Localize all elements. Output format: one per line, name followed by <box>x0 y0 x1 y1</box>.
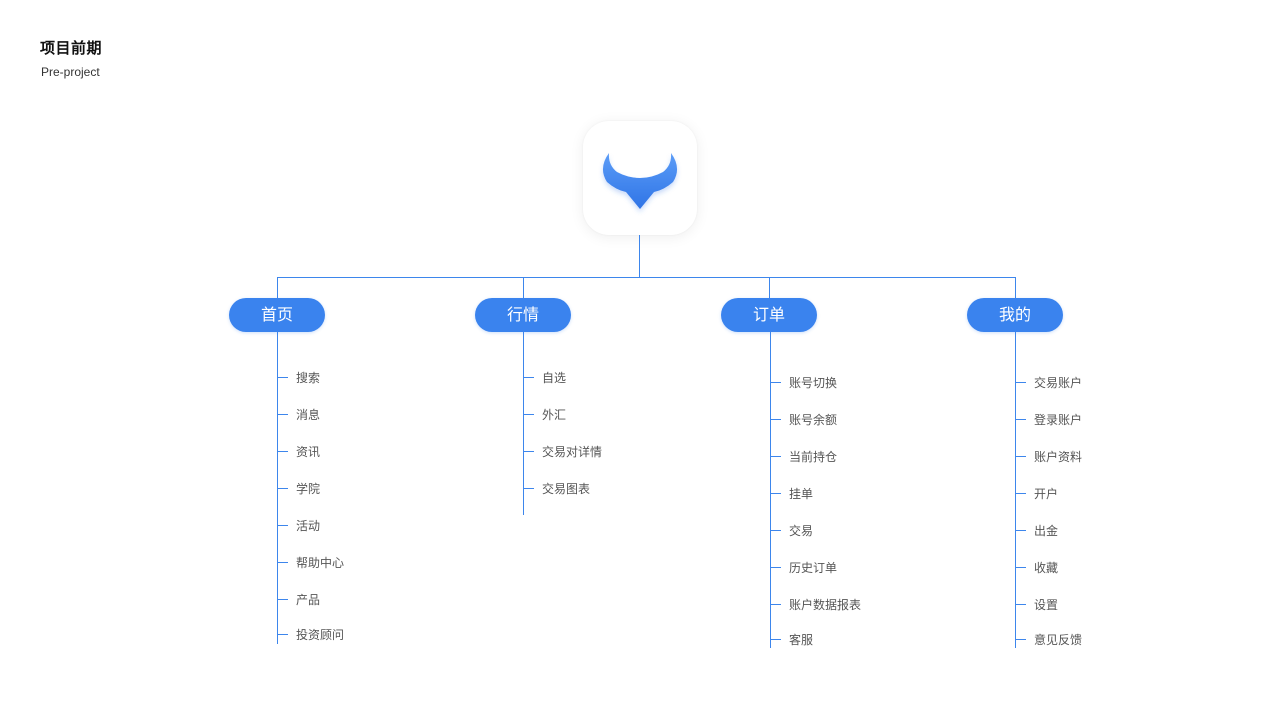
leaf-tick <box>771 382 781 383</box>
leaf-item[interactable]: 历史订单 <box>789 561 838 575</box>
leaf-tick <box>771 639 781 640</box>
category-home[interactable]: 首页 <box>229 298 325 332</box>
leaf-tick <box>1016 419 1026 420</box>
branch-connector <box>277 277 278 298</box>
leaf-item[interactable]: 账号切换 <box>789 376 838 390</box>
root-connector <box>639 235 640 278</box>
leaf-item[interactable]: 交易对详情 <box>542 445 603 459</box>
column-connector <box>523 332 524 515</box>
leaf-tick <box>524 488 534 489</box>
leaf-item[interactable]: 资讯 <box>296 445 321 459</box>
leaf-item[interactable]: 自选 <box>542 371 567 385</box>
column-connector <box>1015 332 1016 648</box>
leaf-tick <box>771 604 781 605</box>
leaf-tick <box>1016 456 1026 457</box>
leaf-tick <box>1016 530 1026 531</box>
leaf-tick <box>771 567 781 568</box>
leaf-item[interactable]: 消息 <box>296 408 321 422</box>
page-title: 项目前期 <box>40 39 103 57</box>
horizontal-connector <box>277 277 1015 278</box>
leaf-item[interactable]: 开户 <box>1034 487 1059 501</box>
leaf-item[interactable]: 收藏 <box>1034 561 1059 575</box>
leaf-item[interactable]: 交易 <box>789 524 814 538</box>
category-orders[interactable]: 订单 <box>721 298 817 332</box>
leaf-item[interactable]: 账户数据报表 <box>789 598 862 612</box>
page-subtitle: Pre-project <box>41 65 100 79</box>
leaf-tick <box>524 451 534 452</box>
leaf-item[interactable]: 挂单 <box>789 487 814 501</box>
leaf-item[interactable]: 搜索 <box>296 371 321 385</box>
branch-connector <box>523 277 524 298</box>
leaf-tick <box>1016 567 1026 568</box>
category-market[interactable]: 行情 <box>475 298 571 332</box>
leaf-tick <box>1016 493 1026 494</box>
leaf-item[interactable]: 意见反馈 <box>1034 633 1083 647</box>
leaf-item[interactable]: 交易账户 <box>1034 376 1083 390</box>
leaf-item[interactable]: 帮助中心 <box>296 556 345 570</box>
leaf-tick <box>278 414 288 415</box>
leaf-item[interactable]: 产品 <box>296 593 321 607</box>
leaf-tick <box>771 530 781 531</box>
column-connector <box>770 332 771 648</box>
leaf-item[interactable]: 账号余额 <box>789 413 838 427</box>
leaf-item[interactable]: 学院 <box>296 482 321 496</box>
leaf-item[interactable]: 登录账户 <box>1034 413 1083 427</box>
leaf-tick <box>771 456 781 457</box>
leaf-tick <box>278 634 288 635</box>
leaf-tick <box>524 377 534 378</box>
leaf-item[interactable]: 活动 <box>296 519 321 533</box>
leaf-tick <box>278 525 288 526</box>
category-mine[interactable]: 我的 <box>967 298 1063 332</box>
leaf-tick <box>771 419 781 420</box>
leaf-item[interactable]: 外汇 <box>542 408 567 422</box>
leaf-tick <box>1016 604 1026 605</box>
app-logo <box>583 121 697 235</box>
branch-connector <box>1015 277 1016 298</box>
leaf-tick <box>1016 382 1026 383</box>
leaf-tick <box>278 599 288 600</box>
leaf-tick <box>771 493 781 494</box>
leaf-tick <box>278 488 288 489</box>
leaf-tick <box>524 414 534 415</box>
column-connector <box>277 332 278 644</box>
leaf-item[interactable]: 投资顾问 <box>296 628 345 642</box>
leaf-tick <box>278 562 288 563</box>
leaf-tick <box>278 377 288 378</box>
leaf-tick <box>278 451 288 452</box>
branch-connector <box>769 277 770 298</box>
bull-horns-logo-icon <box>602 153 678 209</box>
leaf-item[interactable]: 交易图表 <box>542 482 591 496</box>
leaf-item[interactable]: 客服 <box>789 633 814 647</box>
leaf-tick <box>1016 639 1026 640</box>
leaf-item[interactable]: 设置 <box>1034 598 1059 612</box>
leaf-item[interactable]: 出金 <box>1034 524 1059 538</box>
leaf-item[interactable]: 当前持仓 <box>789 450 838 464</box>
leaf-item[interactable]: 账户资料 <box>1034 450 1083 464</box>
